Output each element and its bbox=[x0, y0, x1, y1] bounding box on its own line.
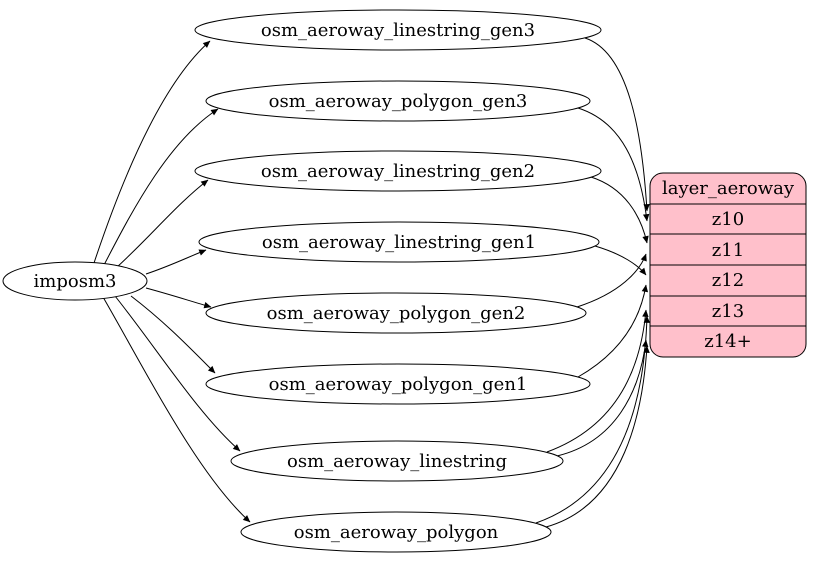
layer-row-z13: z13 bbox=[712, 301, 744, 322]
node-osm-aeroway-polygon-gen1: osm_aeroway_polygon_gen1 bbox=[205, 363, 591, 405]
node-osm-aeroway-linestring-gen1-shape bbox=[198, 221, 600, 263]
node-osm-aeroway-polygon-shape bbox=[240, 511, 552, 553]
node-imposm3: imposm3 bbox=[2, 261, 148, 301]
node-osm-aeroway-linestring-gen2: osm_aeroway_linestring_gen2 bbox=[194, 150, 602, 192]
node-osm-aeroway-linestring-gen2-label: osm_aeroway_linestring_gen2 bbox=[261, 161, 535, 182]
edge-imposm3-to-osm-aeroway-linestring bbox=[114, 295, 241, 452]
node-osm-aeroway-polygon-gen2: osm_aeroway_polygon_gen2 bbox=[205, 292, 587, 334]
edge-osm-aeroway-linestring-to-z14 bbox=[556, 339, 649, 457]
node-osm-aeroway-polygon-gen2-shape bbox=[205, 292, 587, 334]
edge-osm-aeroway-polygon-gen2-to-z11 bbox=[576, 253, 647, 308]
edge-imposm3-to-osm-aeroway-linestring-gen1 bbox=[145, 249, 207, 275]
layer-title: layer_aeroway bbox=[662, 178, 795, 199]
node-osm-aeroway-linestring-gen1-label: osm_aeroway_linestring_gen1 bbox=[262, 232, 536, 253]
edge-imposm3-to-osm-aeroway-linestring-gen3 bbox=[93, 40, 211, 264]
node-layer-aeroway: layer_aeroway z10 z11 z12 z13 z14+ bbox=[649, 172, 807, 358]
node-imposm3-label: imposm3 bbox=[34, 271, 117, 292]
node-osm-aeroway-linestring-gen3: osm_aeroway_linestring_gen3 bbox=[194, 9, 602, 51]
node-osm-aeroway-linestring-label: osm_aeroway_linestring bbox=[287, 451, 507, 472]
edge-osm-aeroway-linestring-to-z13 bbox=[546, 309, 649, 453]
node-osm-aeroway-polygon-gen2-label: osm_aeroway_polygon_gen2 bbox=[267, 303, 526, 324]
edge-osm-aeroway-linestring-gen1-to-z12 bbox=[594, 245, 647, 276]
node-osm-aeroway-polygon: osm_aeroway_polygon bbox=[240, 511, 552, 553]
node-osm-aeroway-polygon-gen3-shape bbox=[205, 80, 591, 122]
edge-osm-aeroway-polygon-to-z14 bbox=[545, 345, 650, 528]
edge-osm-aeroway-polygon-to-z13 bbox=[535, 315, 651, 524]
node-imposm3-shape bbox=[2, 261, 148, 301]
node-osm-aeroway-polygon-gen1-label: osm_aeroway_polygon_gen1 bbox=[269, 374, 528, 395]
node-osm-aeroway-polygon-gen3-label: osm_aeroway_polygon_gen3 bbox=[269, 91, 528, 112]
edges-to-layer bbox=[535, 37, 651, 528]
layer-row-z10: z10 bbox=[712, 209, 744, 230]
edge-osm-aeroway-linestring-gen2-to-z11 bbox=[590, 176, 649, 244]
node-osm-aeroway-linestring-shape bbox=[230, 440, 564, 482]
edge-imposm3-to-osm-aeroway-linestring-gen2 bbox=[116, 179, 209, 268]
node-osm-aeroway-polygon-label: osm_aeroway_polygon bbox=[294, 522, 499, 543]
node-osm-aeroway-linestring: osm_aeroway_linestring bbox=[230, 440, 564, 482]
node-osm-aeroway-linestring-gen2-shape bbox=[194, 150, 602, 192]
edges-from-source bbox=[93, 40, 251, 523]
layer-row-z11: z11 bbox=[712, 240, 744, 261]
node-osm-aeroway-linestring-gen3-shape bbox=[194, 9, 602, 51]
edge-imposm3-to-osm-aeroway-polygon-gen3 bbox=[103, 108, 219, 266]
node-osm-aeroway-polygon-gen3: osm_aeroway_polygon_gen3 bbox=[205, 80, 591, 122]
node-osm-aeroway-linestring-gen3-label: osm_aeroway_linestring_gen3 bbox=[261, 20, 535, 41]
edge-osm-aeroway-polygon-gen1-to-z12 bbox=[577, 284, 649, 378]
edge-osm-aeroway-linestring-gen3-to-z10 bbox=[584, 37, 650, 212]
edge-imposm3-to-osm-aeroway-polygon-gen2 bbox=[145, 287, 212, 309]
node-osm-aeroway-linestring-gen1: osm_aeroway_linestring_gen1 bbox=[198, 221, 600, 263]
node-osm-aeroway-polygon-gen1-shape bbox=[205, 363, 591, 405]
layer-row-z12: z12 bbox=[712, 270, 744, 291]
layer-row-z14: z14+ bbox=[704, 331, 751, 352]
edge-imposm3-to-osm-aeroway-polygon bbox=[102, 296, 251, 523]
edge-osm-aeroway-polygon-gen3-to-z10 bbox=[577, 107, 650, 222]
edge-imposm3-to-osm-aeroway-polygon-gen1 bbox=[130, 295, 216, 374]
